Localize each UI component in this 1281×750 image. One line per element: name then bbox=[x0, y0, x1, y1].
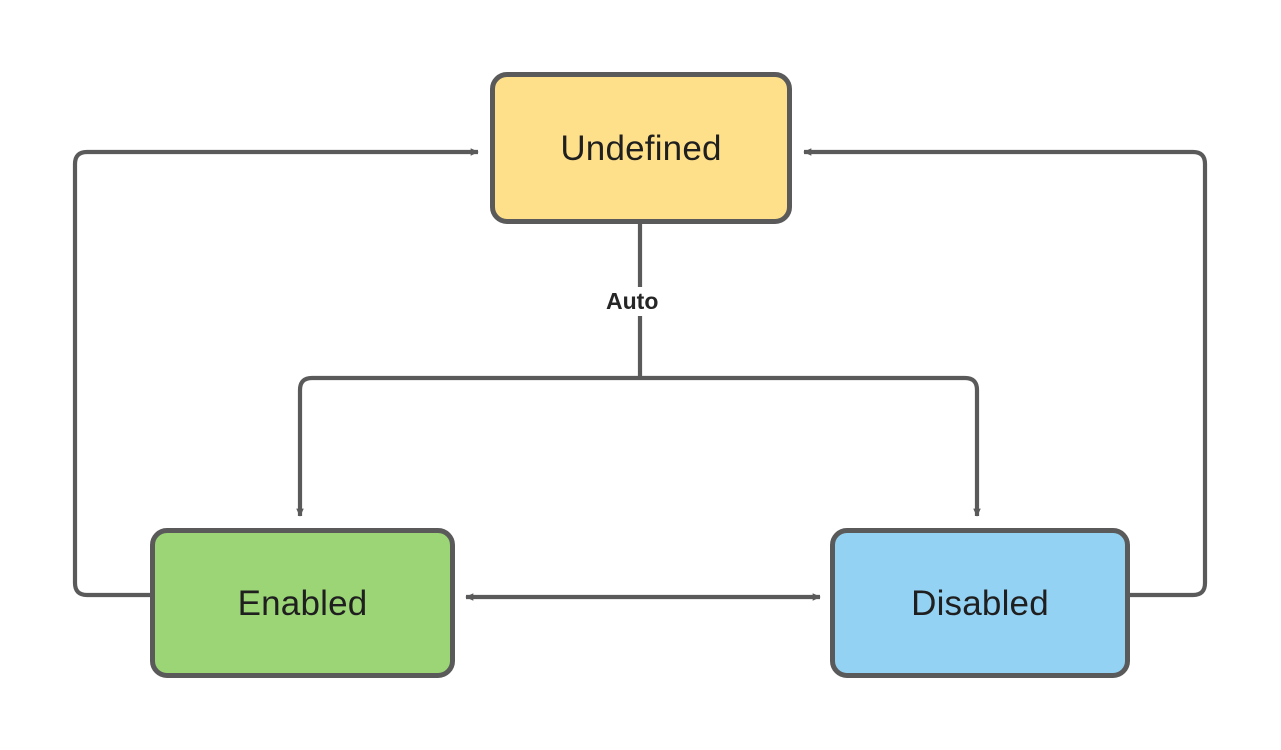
edge-label-auto: Auto bbox=[597, 287, 668, 317]
state-node-undefined[interactable]: Undefined bbox=[490, 72, 792, 224]
state-node-enabled[interactable]: Enabled bbox=[150, 528, 455, 678]
state-node-enabled-label: Enabled bbox=[237, 583, 368, 623]
edge-auto-to-disabled bbox=[640, 375, 981, 517]
edge-auto-branch[interactable] bbox=[296, 224, 981, 517]
edge-auto-to-enabled bbox=[296, 375, 640, 517]
edge-enabled-to-undefined[interactable] bbox=[72, 148, 479, 598]
edge-disabled-to-undefined[interactable] bbox=[803, 148, 1208, 598]
state-node-disabled[interactable]: Disabled bbox=[830, 528, 1130, 678]
state-node-disabled-label: Disabled bbox=[911, 583, 1049, 623]
state-node-undefined-label: Undefined bbox=[560, 128, 722, 168]
